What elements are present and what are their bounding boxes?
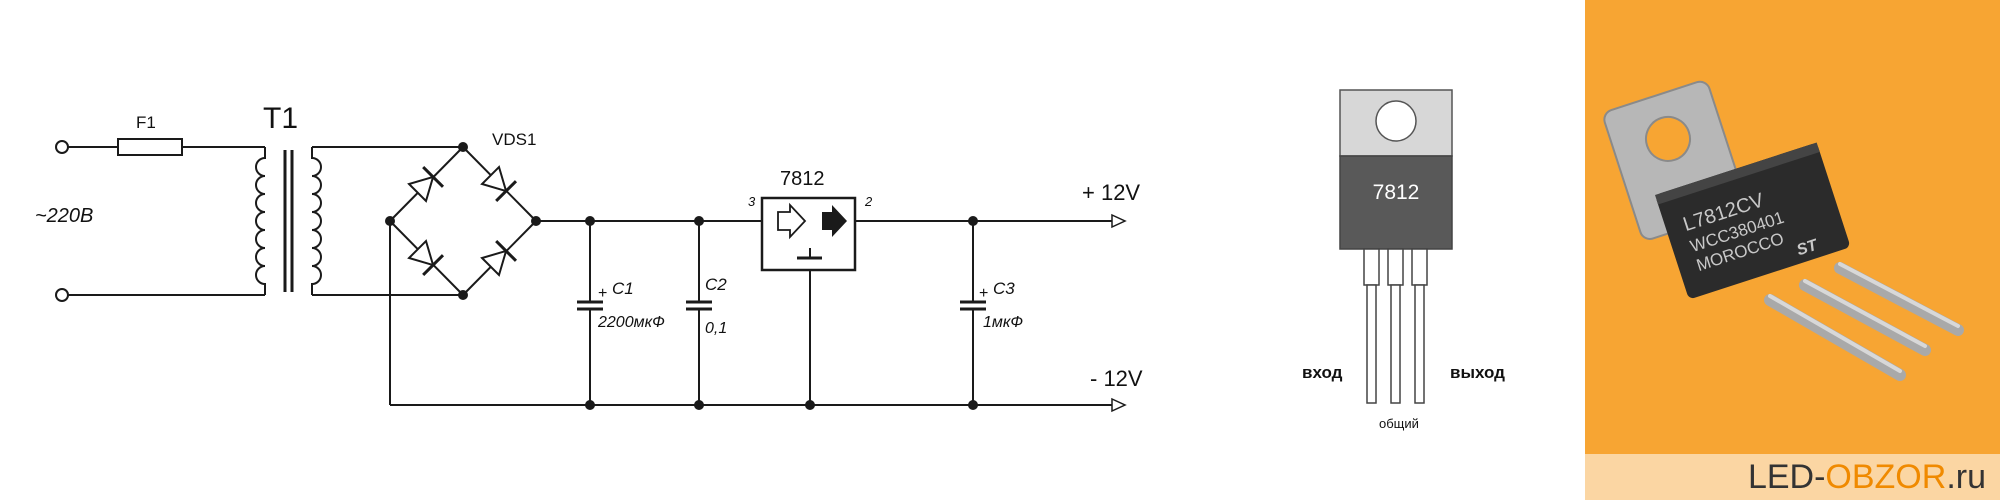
regulator-input-arrow-icon [777,202,807,240]
input-voltage-label: ~220В [35,205,93,227]
diode-2 [480,165,518,203]
pinout-common-label: общий [1379,416,1419,431]
pin-common [1390,284,1401,404]
c1-label: C1 [612,279,634,298]
output-positive-label: + 12V [1082,180,1140,205]
c2-value: 0,1 [705,320,727,337]
c3-value: 1мкФ [983,314,1023,331]
c1-value: 2200мкФ [597,314,665,331]
watermark-right: .ru [1946,458,1986,496]
regulator-pin-in: 3 [748,194,756,209]
watermark-accent: OBZOR [1825,458,1947,496]
transformer-symbol [255,147,322,295]
capacitor-c3 [960,216,986,410]
capacitor-c1 [577,216,603,410]
photo-logo: ST [1795,236,1821,259]
pinout-body [1339,155,1453,250]
c2-label: C2 [705,275,727,294]
c3-plus: + [979,285,988,302]
bridge-label: VDS1 [492,130,536,149]
output-negative-label: - 12V [1090,366,1143,391]
diode-bridge [385,142,541,300]
watermark-left: LED- [1747,458,1826,496]
pinout-mount-hole [1375,100,1417,142]
capacitor-c2 [686,216,712,410]
diode-4 [480,239,518,277]
c1-plus: + [598,285,607,302]
regulator-block [760,196,857,410]
regulator-label: 7812 [780,168,825,190]
pin-output [1414,284,1425,404]
pinout-input-label: вход [1302,363,1343,382]
input-terminal-bottom [55,288,69,302]
pinout-chip-label: 7812 [1373,181,1420,204]
pinout-output-label: выход [1450,363,1505,382]
transformer-label: T1 [263,102,298,135]
input-terminal-top [55,140,69,154]
fuse-label: F1 [136,113,156,132]
diode-1 [407,165,445,203]
pin-input [1366,284,1377,404]
regulator-pin-out: 2 [864,194,873,209]
c3-label: C3 [993,279,1015,298]
regulator-output-arrow-icon [822,205,847,237]
pinout-drawing [1339,89,1453,404]
diode-3 [407,239,445,277]
site-watermark: LED-OBZOR.ru [1585,454,2000,500]
fuse-symbol [117,138,183,156]
component-photo: L7812CV WCC380401 MOROCCO ST [1585,0,2000,500]
photo-leads [1764,262,1964,381]
